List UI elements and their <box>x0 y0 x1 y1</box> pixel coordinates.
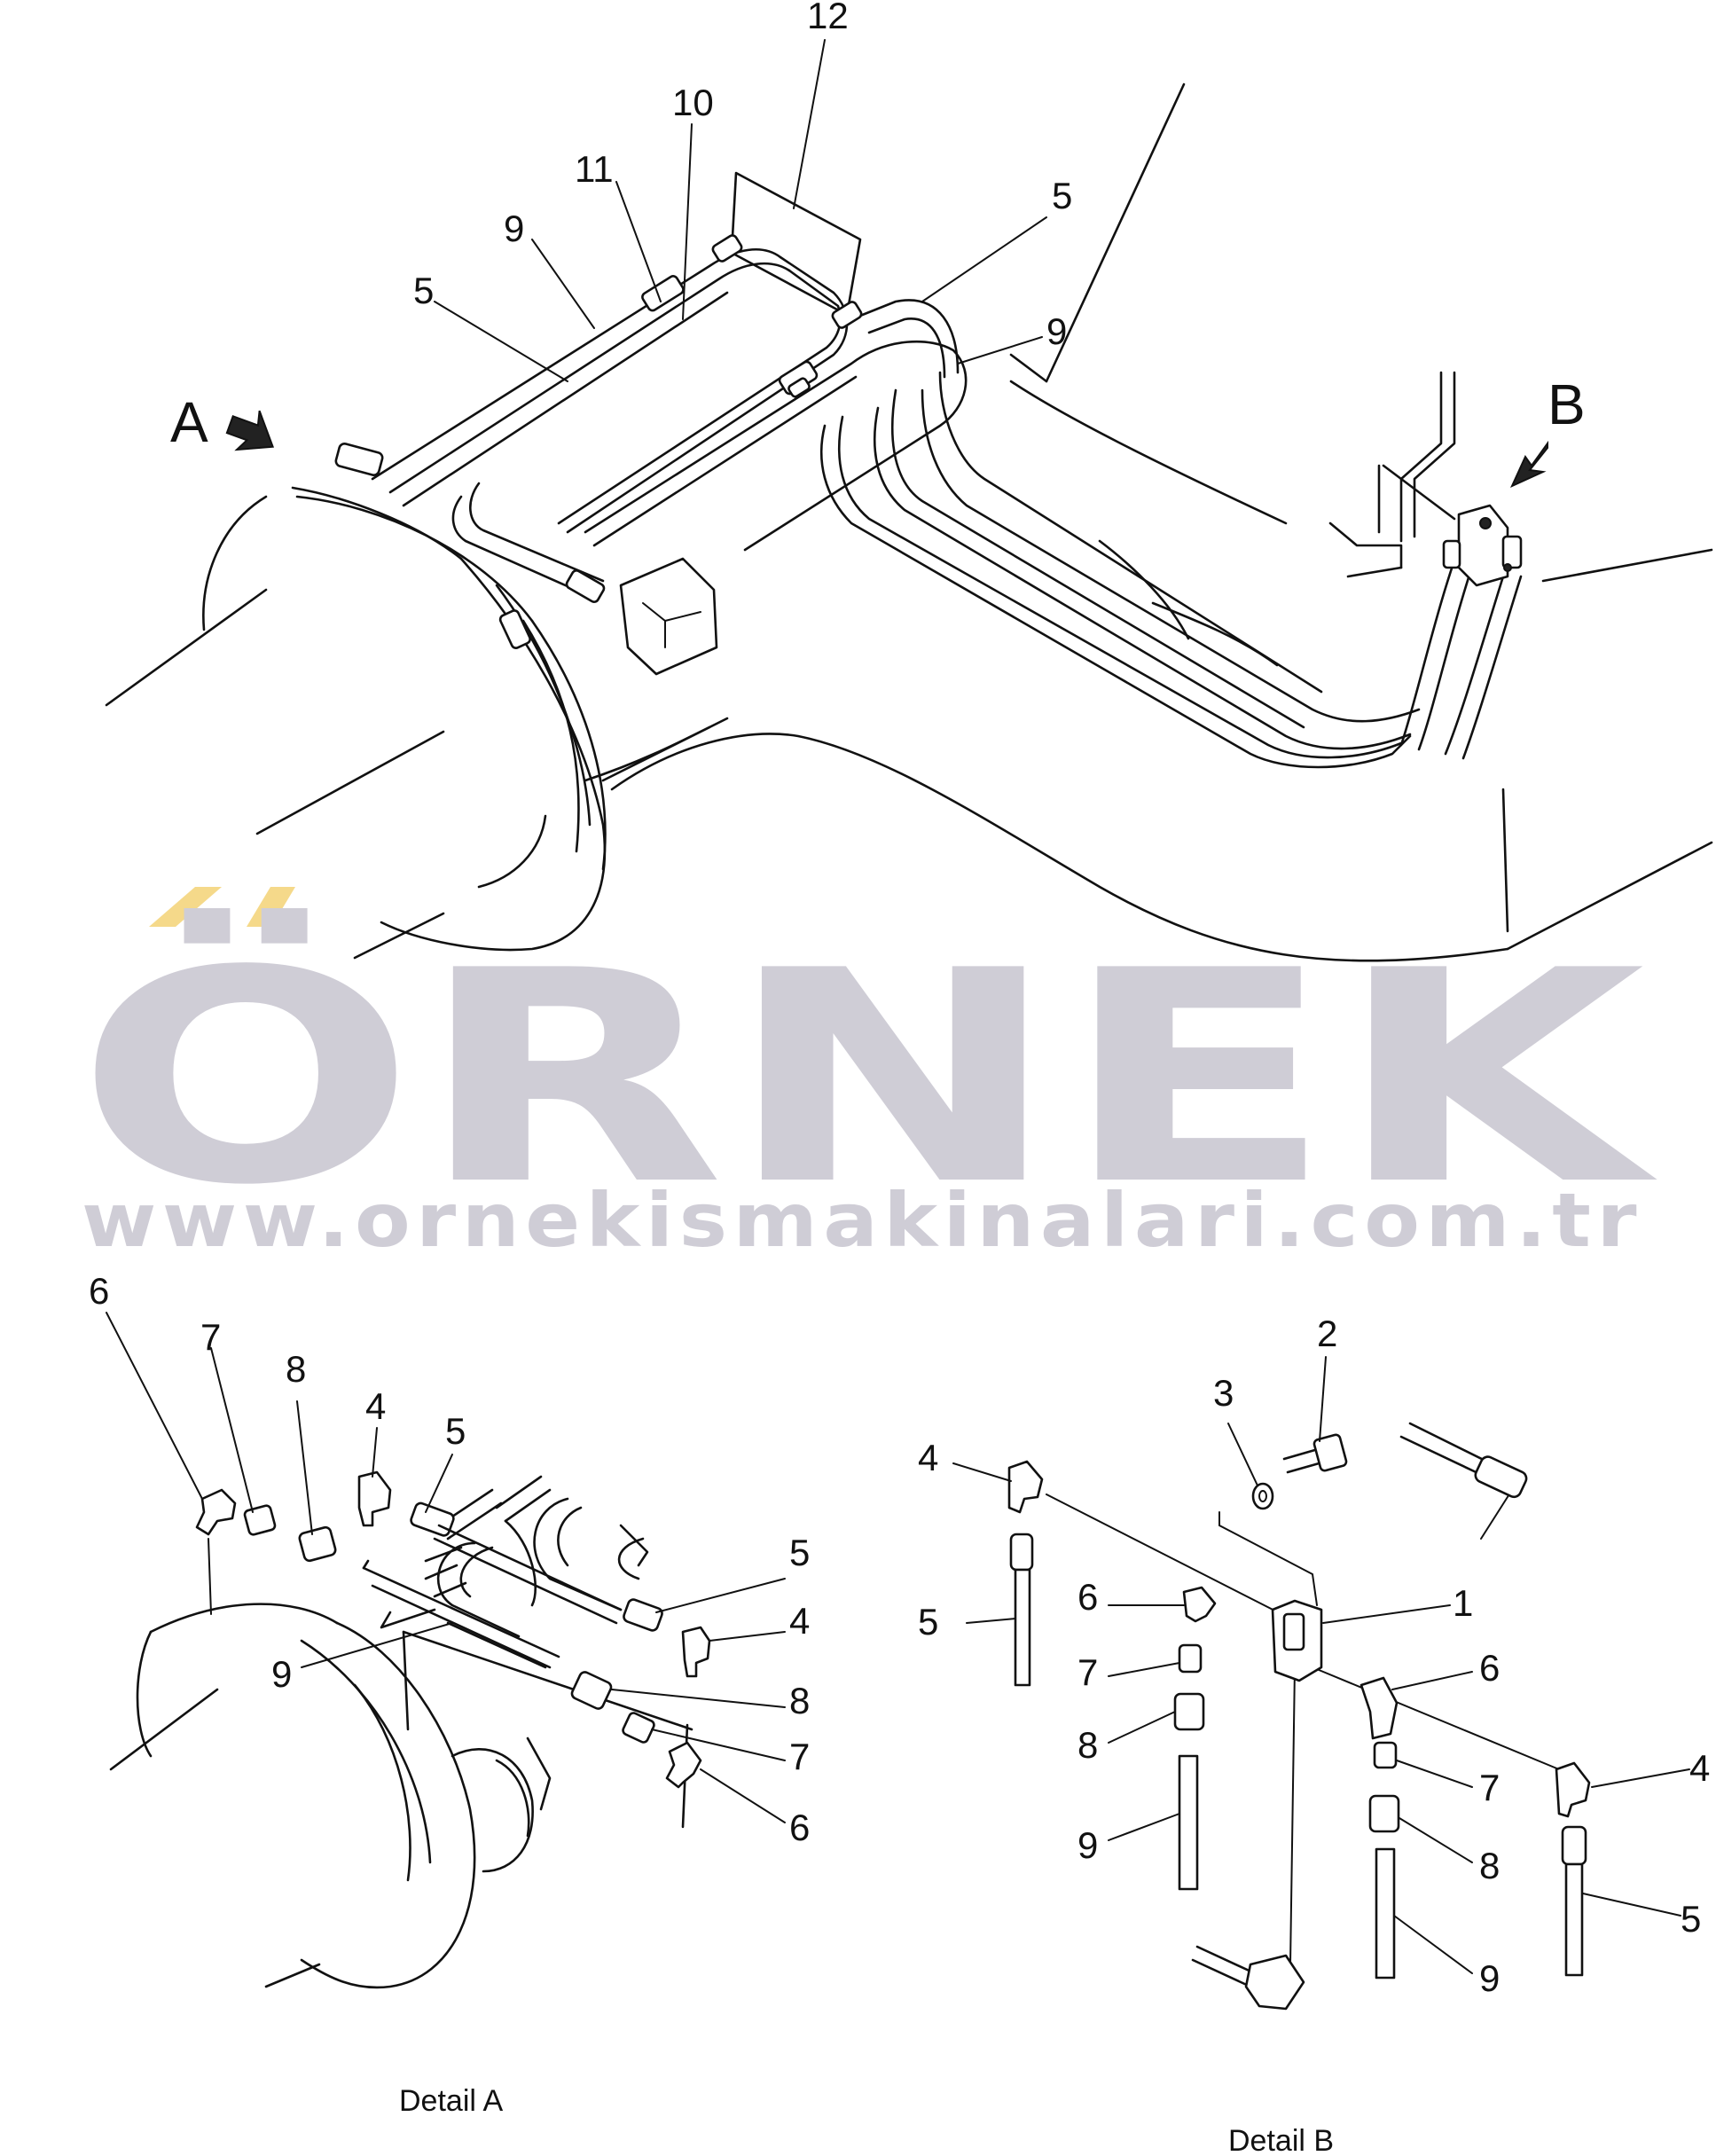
callout-a-6b: 6 <box>789 1807 810 1848</box>
callout-b-7b: 7 <box>1479 1767 1500 1808</box>
watermark-url: www.ornekismakinalari.com.tr <box>82 1177 1642 1264</box>
tube-9-right <box>1375 1847 1396 1980</box>
detail-a-caption: Detail A <box>399 2084 503 2118</box>
callout-11: 11 <box>575 148 614 190</box>
bolt-2 <box>1282 1433 1348 1474</box>
callout-12: 12 <box>807 0 849 36</box>
elbow-6-center <box>1182 1586 1217 1623</box>
callout-b-7: 7 <box>1077 1651 1098 1693</box>
hose-5-left <box>1014 1568 1031 1687</box>
elbow-6-right <box>1359 1676 1399 1740</box>
watermark-brand: ÖRNEK <box>75 906 1660 1249</box>
callout-a-6: 6 <box>89 1270 109 1312</box>
elbow-4b <box>681 1626 711 1678</box>
callouts-detail-b: 2 3 4 5 1 6 7 8 9 6 7 4 8 5 9 <box>918 1313 1710 1999</box>
hose-bundle <box>371 247 1421 769</box>
detail-b-hose-top <box>1399 1422 1528 1499</box>
detail-b-caption: Detail B <box>1228 2124 1334 2156</box>
callout-b-5b: 5 <box>1681 1898 1701 1940</box>
detail-a: 6 7 8 4 5 5 4 8 7 6 9 Detail A <box>89 1270 810 2118</box>
callout-a-8: 8 <box>286 1348 306 1390</box>
frame <box>610 82 1713 962</box>
callout-b-8b: 8 <box>1479 1845 1500 1886</box>
connector-7-center <box>1178 1643 1203 1674</box>
elbow-fitting-6b <box>665 1741 702 1789</box>
detail-b-lines <box>1046 1489 1571 1965</box>
hose-end-5b <box>623 1598 663 1632</box>
callout-a-7: 7 <box>200 1316 221 1358</box>
callout-b-1: 1 <box>1453 1582 1473 1624</box>
arrow-b-icon <box>1509 440 1548 489</box>
callout-5-right: 5 <box>1052 175 1072 216</box>
arrow-a-icon <box>225 410 275 451</box>
nut-8-right <box>1368 1794 1400 1833</box>
callout-b-3: 3 <box>1213 1372 1234 1414</box>
connector-7-right <box>1373 1741 1398 1769</box>
detail-b: 2 3 4 5 1 6 7 8 9 6 7 4 8 5 9 Detail B <box>918 1313 1710 2156</box>
hose-end-5a <box>410 1501 455 1537</box>
callouts-main: 12 10 11 9 5 5 9 <box>413 0 1072 352</box>
manifold-port <box>1282 1612 1305 1651</box>
elbow-4-right <box>1555 1761 1591 1818</box>
hose-end-5-right <box>1561 1825 1587 1866</box>
callout-b-4: 4 <box>918 1437 938 1478</box>
callout-10: 10 <box>672 82 714 123</box>
callout-b-6b: 6 <box>1479 1647 1500 1689</box>
callout-a-8b: 8 <box>789 1680 810 1721</box>
tube-9-center <box>1178 1754 1199 1891</box>
hose-5-right <box>1564 1862 1584 1977</box>
callout-5: 5 <box>413 270 434 311</box>
watermark-accent-left <box>149 887 222 927</box>
detail-a-drum <box>109 1603 693 1989</box>
hose-end-5-left <box>1009 1533 1034 1572</box>
detail-b-hose-bottom <box>1191 1945 1305 2011</box>
callout-a-4b: 4 <box>789 1600 810 1642</box>
nut-8a <box>298 1525 337 1563</box>
elbow-fitting-6a <box>195 1488 237 1536</box>
main-view: A B 12 10 11 9 5 5 9 <box>105 0 1713 962</box>
callout-b-9b: 9 <box>1479 1957 1500 1999</box>
connector-7a <box>243 1504 277 1536</box>
watermark-accent-right <box>247 887 295 927</box>
junction-box <box>619 557 718 676</box>
washer-3 <box>1251 1482 1274 1510</box>
view-arrow-b: B <box>1509 372 1586 489</box>
callout-b-6: 6 <box>1077 1576 1098 1618</box>
nut-8b <box>570 1671 613 1710</box>
callout-a-4: 4 <box>365 1385 386 1427</box>
detail-a-hoses <box>362 1475 649 1669</box>
callout-b-2: 2 <box>1317 1313 1337 1354</box>
callout-b-5: 5 <box>918 1601 938 1642</box>
leader-lines-main <box>434 39 1047 382</box>
view-arrow-a: A <box>170 390 275 454</box>
callout-a-5: 5 <box>445 1410 466 1452</box>
callouts-detail-a: 6 7 8 4 5 5 4 8 7 6 9 <box>89 1270 810 1848</box>
leader-lines-detail-a <box>106 1312 786 1823</box>
elbow-4a <box>357 1470 392 1527</box>
nut-8-center <box>1173 1692 1205 1731</box>
callout-9-right: 9 <box>1046 310 1067 352</box>
leader-lines-detail-b <box>952 1356 1690 1974</box>
hose-fittings <box>334 234 863 650</box>
view-label-a: A <box>170 390 208 454</box>
valve-block <box>1442 504 1523 587</box>
callout-9: 9 <box>504 208 524 249</box>
watermark: ÖRNEK www.ornekismakinalari.com.tr <box>75 887 1660 1264</box>
callout-a-5b: 5 <box>789 1532 810 1573</box>
elbow-4-left <box>1007 1460 1044 1514</box>
callout-b-8: 8 <box>1077 1724 1098 1766</box>
detail-a-fittings <box>195 1470 711 1789</box>
callout-b-4b: 4 <box>1689 1747 1710 1789</box>
view-label-b: B <box>1548 372 1586 436</box>
connector-7b <box>622 1712 655 1744</box>
callout-a-7b: 7 <box>789 1736 810 1777</box>
callout-a-9: 9 <box>271 1653 292 1695</box>
callout-b-9: 9 <box>1077 1824 1098 1866</box>
